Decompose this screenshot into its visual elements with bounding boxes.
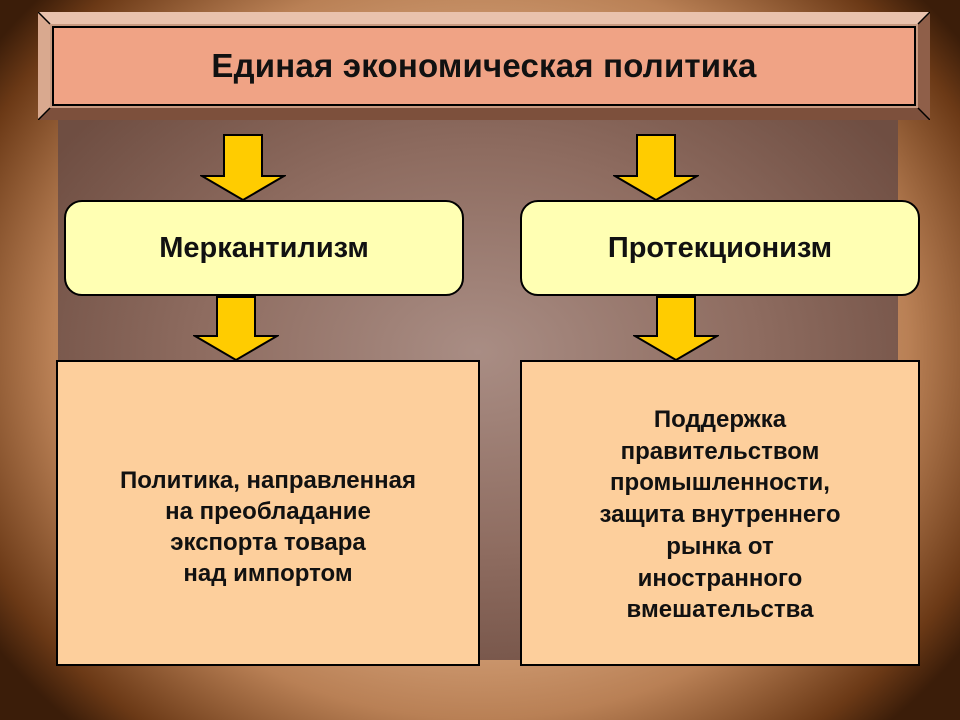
term-label: Протекционизм: [607, 231, 833, 264]
arrow-down-icon: [613, 134, 699, 202]
description-box-protectionism: Поддержка правительством промышленности,…: [520, 360, 920, 666]
arrow-down-icon: [193, 296, 279, 362]
term-label: Меркантилизм: [159, 231, 369, 264]
term-box-protectionism: Протекционизм: [520, 200, 920, 296]
arrow-down-icon: [633, 296, 719, 362]
title-box: Единая экономическая политика: [38, 12, 930, 120]
title-panel: Единая экономическая политика: [52, 26, 916, 106]
diagram-title: Единая экономическая политика: [211, 47, 757, 84]
description-text: Поддержка правительством промышленности,…: [599, 406, 841, 624]
arrow-down-icon: [200, 134, 286, 202]
description-text: Политика, направленная на преобладание э…: [120, 466, 416, 588]
term-box-mercantilism: Меркантилизм: [64, 200, 464, 296]
description-box-mercantilism: Политика, направленная на преобладание э…: [56, 360, 480, 666]
